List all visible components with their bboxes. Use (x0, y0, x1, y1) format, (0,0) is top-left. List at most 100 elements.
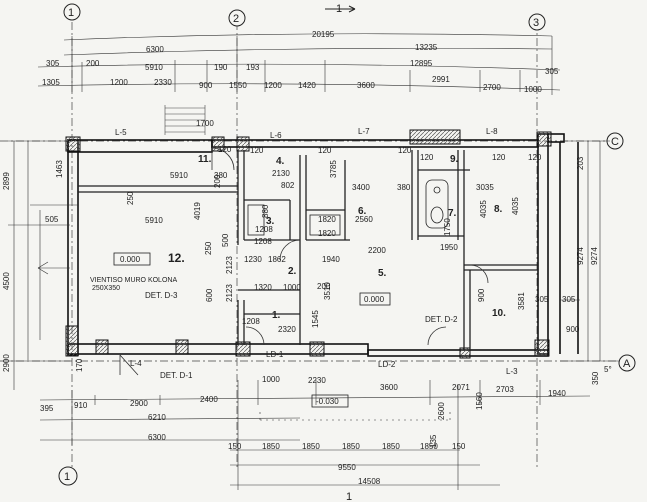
dim-interior_dims-6: 3400 (352, 183, 370, 192)
dim-interior_dims-26: 1320 (254, 283, 272, 292)
dim-right-0: 203 (576, 156, 585, 170)
dim-row3-2: 2330 (154, 78, 172, 87)
dim-interior_dims-7: 380 (397, 183, 411, 192)
dim-left-5: 170 (75, 358, 84, 372)
beam-l7: L-7 (358, 127, 370, 136)
room-8: 8. (494, 204, 503, 215)
dim-step-1: 1850 (262, 442, 280, 451)
beam-l8: L-8 (486, 127, 498, 136)
dim-bottom-9550: 9550 (338, 463, 356, 472)
dim-side-2: 135 (429, 434, 438, 448)
interior-walls (78, 150, 538, 350)
dim-row3-8: 2991 (432, 75, 450, 84)
axis-label-3-top: 3 (533, 17, 539, 29)
dim-bottom-6210: 6210 (148, 413, 166, 422)
dim-interior_dims-15: 1950 (440, 243, 458, 252)
dim-bottom-9: 1940 (548, 389, 566, 398)
beam-ld1: LD-1 (266, 350, 284, 359)
dim-right-5: 900 (566, 325, 580, 334)
dim-right-span: 13235 (415, 43, 438, 52)
room-10: 10. (492, 308, 506, 319)
dim-interior_dims-2: 380 (214, 171, 228, 180)
dim-interior_dims-41: 1208 (254, 237, 272, 246)
dim-interior_dims-5: 3785 (329, 160, 338, 178)
dim-interior_dims-29: 1545 (311, 310, 320, 328)
dim-interior_dims-23: 3510 (323, 282, 332, 300)
dim-interior_dims-14: 4035 (479, 200, 488, 218)
dim-row2-1: 200 (86, 59, 100, 68)
dim-row2-3: 190 (214, 63, 228, 72)
note-vent-size: 250X350 (92, 285, 120, 292)
interior-dimensions: 1700 5910 380 2130 802 3785 3400 380 303… (126, 119, 549, 334)
top-dimension-lines (37, 33, 561, 95)
room-1: 1. (272, 310, 281, 321)
room-11: 11. (198, 154, 212, 165)
beam-l6: L-6 (270, 131, 282, 140)
dim-step-5: 1850 (420, 442, 438, 451)
room-7: 7. (448, 208, 457, 219)
dim-left-4: 2900 (2, 354, 11, 372)
door-swings (119, 147, 489, 376)
dim-row3-6: 1420 (298, 81, 316, 90)
dim-bottom-5: 2230 (308, 376, 326, 385)
dim-row3-0: 1305 (42, 78, 60, 87)
dim-interior_dims-33: 600 (205, 288, 214, 302)
dim-bottom-14508: 14508 (358, 477, 381, 486)
dim-interior_dims-18: 250 (204, 241, 213, 255)
dim-right-1: 4035 (511, 197, 520, 215)
dim-interior_dims-28: 2320 (278, 325, 296, 334)
detail-d2: DET. D-2 (425, 315, 458, 324)
dim-interior_dims-8: 3035 (476, 183, 494, 192)
dim-step-4: 1850 (382, 442, 400, 451)
dim-interior_dims-30: 2123 (225, 284, 234, 302)
axis-label-1-top: 1 (68, 7, 74, 19)
dim-interior_dims-1: 5910 (170, 171, 188, 180)
room-9: 9. (450, 154, 459, 165)
dim-right-4: 305 (562, 295, 576, 304)
dim-interior_dims-17: 2200 (368, 246, 386, 255)
dim-interior_dims-32: 900 (477, 288, 486, 302)
dim-left-span: 6300 (146, 45, 164, 54)
dim-row2-5: 12895 (410, 59, 433, 68)
dim-row3-4: 1550 (229, 81, 247, 90)
bathroom-fixtures (247, 179, 449, 236)
axis-label-a: A (623, 358, 631, 370)
section-label-bottom: 1 (346, 491, 352, 502)
level-outside: -0.030 (316, 397, 339, 406)
dim-interior_dims-47: 1750 (443, 218, 452, 236)
dim-interior_dims-21: 1940 (322, 255, 340, 264)
dim-row3-3: 900 (199, 81, 213, 90)
beam-ld2: LD-2 (378, 360, 396, 369)
dim-row2-6: 305 (545, 67, 559, 76)
dim-interior_dims-20: 1230 (244, 255, 262, 264)
bottom-dimension-lines (39, 380, 591, 490)
dim-interior_dims-40: 120 (528, 153, 542, 162)
dim-step-0: 150 (228, 442, 242, 451)
dim-step-2: 1850 (302, 442, 320, 451)
dim-interior_dims-37: 120 (398, 146, 412, 155)
dim-interior_dims-36: 120 (318, 146, 332, 155)
dim-interior_dims-12: 1820 (318, 215, 336, 224)
dim-interior_dims-34: 120 (218, 145, 232, 154)
dim-left-2: 505 (45, 215, 59, 224)
dim-bottom-7: 2071 (452, 383, 470, 392)
dim-interior_dims-45: 200 (213, 174, 222, 188)
dim-left-1: 1463 (55, 160, 64, 178)
dim-interior_dims-43: 1862 (268, 255, 286, 264)
note-vent: VIENTISO MURO KOLONA (90, 277, 177, 284)
level-box-room12 (113, 252, 151, 266)
dim-row3-1: 1200 (110, 78, 128, 87)
dim-interior_dims-25: 305 (535, 295, 549, 304)
level-room5: 0.000 (364, 295, 385, 304)
dim-interior_dims-16: 1820 (318, 229, 336, 238)
axis-label-c: C (611, 136, 619, 148)
dim-row3-9: 2700 (483, 83, 501, 92)
dim-row3-7: 3600 (357, 81, 375, 90)
right-dimension-lines (560, 140, 620, 362)
beam-l4: L-4 (130, 359, 142, 368)
dim-bottom-1: 910 (74, 401, 88, 410)
axis-label-2-top: 2 (233, 13, 239, 25)
dim-interior_dims-3: 2130 (272, 169, 290, 178)
room-2: 2. (288, 266, 297, 277)
